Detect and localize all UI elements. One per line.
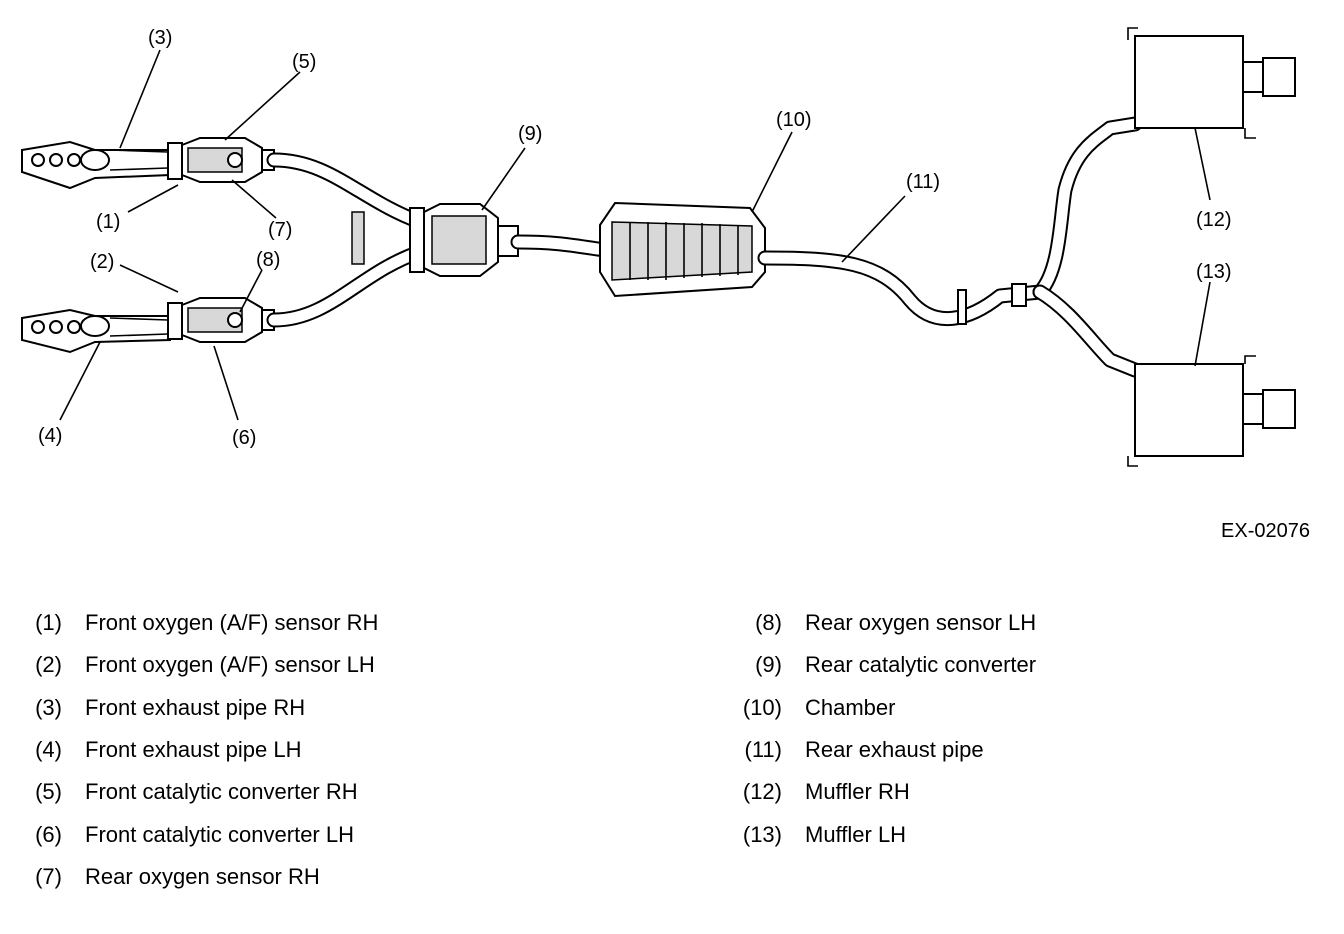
- rear-catalytic-converter: [409, 203, 519, 277]
- front-exhaust-pipe-lh: [21, 308, 171, 354]
- legend-label: Front exhaust pipe RH: [85, 694, 306, 720]
- leader-lines: [59, 49, 1211, 421]
- legend-label: Rear exhaust pipe: [805, 736, 984, 762]
- tailpipe-split: [1032, 116, 1143, 378]
- legend-number: (3): [35, 694, 62, 720]
- front-exhaust-pipe-rh: [21, 140, 171, 190]
- legend-label: Front oxygen (A/F) sensor RH: [85, 610, 379, 635]
- legend-label: Front catalytic converter LH: [85, 821, 354, 847]
- legend-number: (11): [744, 736, 783, 762]
- legend-label: Muffler RH: [805, 779, 910, 805]
- legend-label: Rear catalytic converter: [805, 652, 1037, 678]
- legend-label: Chamber: [805, 694, 896, 720]
- callout-12: (12): [1196, 209, 1232, 231]
- muffler-lh: [1127, 355, 1296, 467]
- callout-1: (1): [96, 211, 120, 233]
- legend-label: Muffler LH: [805, 821, 907, 847]
- callout-9: (9): [518, 123, 542, 145]
- callout-13: (13): [1196, 261, 1232, 283]
- callout-8: (8): [256, 249, 280, 271]
- legend-number: (2): [35, 652, 62, 678]
- legend-number: (9): [755, 652, 782, 678]
- parts-legend: (1) Front oxygen (A/F) sensor RH (2) Front …: [0, 610, 1344, 910]
- callout-7: (7): [268, 219, 292, 241]
- callout-6: (6): [232, 427, 256, 449]
- legend-number: (7): [35, 863, 62, 889]
- callout-labels: (3) (5) (1) (7) (2) (8) (4) (6) (9) (10)…: [38, 27, 1232, 449]
- legend-label: Front exhaust pipe LH: [85, 736, 302, 762]
- callout-11: (11): [906, 171, 940, 193]
- legend-label: Front oxygen (A/F) sensor LH: [85, 652, 375, 678]
- front-y-pipe: [266, 152, 428, 328]
- legend-number: (8): [755, 610, 782, 635]
- figure-code: EX-02076: [1221, 520, 1310, 542]
- legend-number: (4): [35, 736, 62, 762]
- callout-10: (10): [776, 109, 812, 131]
- legend-number: (6): [35, 821, 62, 847]
- legend-number: (12): [742, 779, 782, 805]
- legend-label: Rear oxygen sensor RH: [85, 863, 320, 889]
- chamber: [599, 201, 766, 298]
- muffler-rh: [1127, 27, 1296, 139]
- front-catalytic-converter-lh: [167, 297, 275, 343]
- rear-exhaust-pipe: [757, 250, 1048, 327]
- legend-label: Rear oxygen sensor LH: [805, 610, 1037, 635]
- front-catalytic-converter-rh: [167, 137, 275, 183]
- legend-number: (1): [35, 610, 62, 635]
- legend-number: (13): [742, 821, 782, 847]
- exhaust-system-diagram: (3) (5) (1) (7) (2) (8) (4) (6) (9) (10)…: [21, 27, 1296, 467]
- mid-pipe: [510, 234, 613, 258]
- callout-4: (4): [38, 425, 62, 447]
- legend-number: (10): [742, 694, 782, 720]
- legend-label: Front catalytic converter RH: [85, 779, 358, 805]
- legend-number: (5): [35, 779, 62, 805]
- callout-3: (3): [148, 27, 172, 49]
- callout-2: (2): [90, 251, 114, 273]
- callout-5: (5): [292, 51, 316, 73]
